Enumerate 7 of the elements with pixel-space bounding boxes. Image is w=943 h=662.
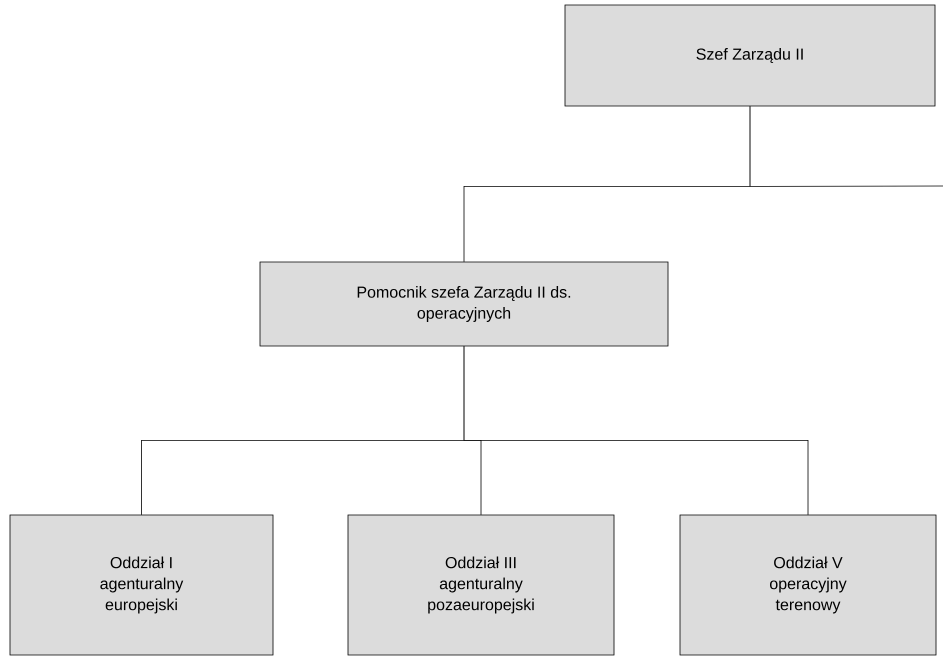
org-box: Oddział V operacyjny terenowy <box>680 514 936 656</box>
org-box: Pomocnik szefa Zarządu II ds. operacyjnych <box>260 262 668 346</box>
org-box: Oddział III agenturalny pozaeuropejski <box>348 514 614 656</box>
connector-line <box>464 346 808 515</box>
org-box: Oddział I agenturalny europejski <box>10 514 274 656</box>
org-box: Szef Zarządu II <box>564 4 936 106</box>
connector-line <box>750 106 943 187</box>
